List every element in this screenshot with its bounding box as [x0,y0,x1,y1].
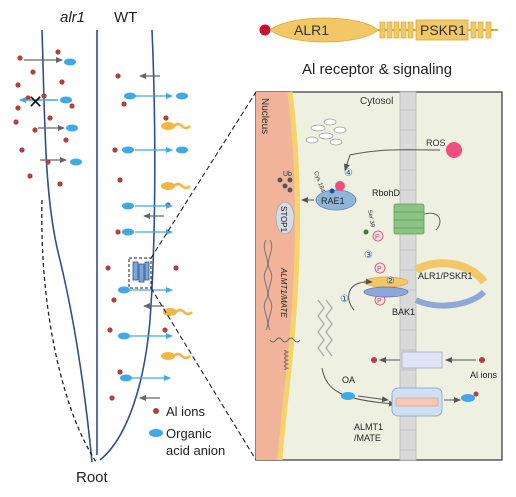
ub-label: Ub [283,171,292,178]
bak1-label: BAK1 [392,307,415,317]
legend-organic-acid-swatch [149,429,163,437]
translation-to-transporter-arrow [321,367,396,407]
dna-strand-b [263,239,269,331]
almt1-label-line2: /MATE [354,433,381,443]
oa-to-transporter-arrow [357,395,389,403]
oa-label: OA [342,375,355,385]
step4-marker: ④ [344,168,353,179]
ros-molecule [446,142,462,158]
translated-protein-helix [317,299,333,357]
almt1-mate-transporter [391,387,443,417]
wt-root-outline [99,29,156,461]
nuclear-envelope [277,91,300,461]
extracellular-al-ion [479,357,485,363]
ser39-site [363,229,369,235]
legend-al-ion-swatch [153,408,159,414]
protein-degradation-fragments [305,118,347,146]
al-binding-transporter [401,351,443,369]
ubiquitin-chain [277,177,293,193]
oa-outside [461,394,475,402]
oa-bound-al-ion [473,391,479,397]
step1-arrow [348,278,373,311]
polya-label: AAAAA [282,350,288,370]
signal-peptide [259,24,271,36]
bak1-ectodomain [414,289,487,309]
legend-organic-label-line1: Organic [166,426,212,441]
wt-al-oa-complexes [161,122,193,360]
lrr-repeats [379,21,414,39]
ser39-label: Ser 39 [366,209,375,228]
step1-marker: ① [340,294,349,305]
zoom-box-receptors [132,261,150,283]
wt-influx-arrows [139,73,164,401]
alr1-root-dashed-outline [41,199,97,463]
zoom-line-top [150,91,257,259]
pskr1-domain-label: PSKR1 [420,22,466,38]
alr1-pskr1-label: ALR1/PSKR1 [418,271,473,281]
ros-to-rae1-arrow [344,149,441,171]
rae1-label: RAE1 [321,196,345,206]
rae1-protein [315,189,357,211]
alr1-organic-acids [60,58,82,166]
rbohd-complex [393,203,441,235]
receptor-phospho-site-1 [374,262,386,274]
cytosolic-al-ion [371,357,377,363]
receptor-caption: Al receptor & signaling [302,61,452,78]
wt-efflux-arrows [130,93,173,381]
al-ions-cell-label: Al ions [470,370,498,380]
legend-organic-label-line2: acid anion [166,443,225,458]
pskr1-domain [415,19,469,41]
almt1-label-line1: ALMT1 [354,422,383,432]
zoom-line-bottom [150,287,257,461]
rbohd-phospho-site [372,230,384,242]
alr1-root-outline [41,29,93,463]
root-panel: alr1 WT Root ✕ [13,9,257,486]
legend-al-ions-label: Al ions [166,404,206,419]
alr1-pskr1-receptor [363,259,488,288]
receptor-phospho-label-2: P [377,298,382,305]
rbohd-phospho-label: P [375,234,380,241]
receptor-phospho-label-1: P [377,266,382,273]
stop1-protein [275,201,295,235]
almt1-mate-gene-label: ALMT1/MATE [279,267,288,318]
mrna-transcript [269,337,301,343]
rbohd-label: RbohD [372,188,401,198]
nucleus-label: Nucleus [259,98,270,134]
cys184-site [329,188,335,194]
step3-marker: ③ [364,250,373,261]
bak1-kinase [363,286,409,298]
cell-panel: Nucleus Cytosol ROS RAE1 Cys 184 ④ [255,91,503,461]
alr1-mutant-label: alr1 [60,9,85,26]
root-label: Root [76,469,109,486]
oa-inside [341,392,355,400]
wt-label: WT [114,9,137,26]
alr1-influx-arrows [24,57,67,163]
blocked-x-mark: ✕ [28,92,43,112]
dna-strand-a [267,239,273,331]
alr1-domain-label: ALR1 [294,22,329,38]
cytosol-label: Cytosol [360,96,393,107]
rae1-ros-bound [335,181,345,191]
ros-label: ROS [426,138,446,148]
stop1-label: STOP1 [279,206,288,233]
wt-organic-acids [118,92,188,382]
kinase-repeats [470,21,492,39]
step2-marker: ② [386,276,395,287]
zoom-box [128,257,152,289]
receptor-schematic: ALR1 PSKR1 Al receptor & signaling [259,17,498,78]
